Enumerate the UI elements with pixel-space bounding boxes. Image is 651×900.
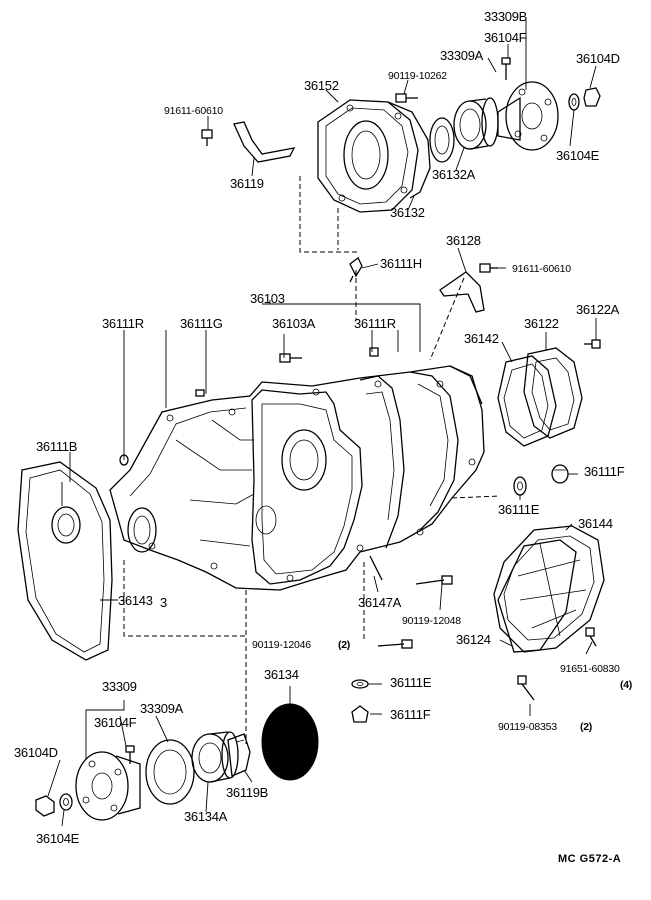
label-36144: 36144 <box>578 516 613 531</box>
label-36104f-bottom: 36104F <box>94 715 137 730</box>
label-36143-qty: 3 <box>160 595 167 610</box>
washer-36104e-top <box>568 93 580 111</box>
label-33309: 33309 <box>102 679 137 694</box>
label-36124: 36124 <box>456 632 491 647</box>
label-36132: 36132 <box>390 205 425 220</box>
label-36128: 36128 <box>446 233 481 248</box>
rear-extension-housing <box>317 99 431 213</box>
label-36104d-bottom: 36104D <box>14 745 58 760</box>
label-91611-60610-a: 91611-60610 <box>164 105 223 117</box>
nut-36104d-top <box>583 87 601 107</box>
label-qty-2-b: (2) <box>580 721 592 733</box>
companion-flange-top <box>497 81 559 151</box>
label-36142: 36142 <box>464 331 499 346</box>
label-36111e-bottom: 36111E <box>390 675 432 690</box>
label-91651-60830: 91651-60830 <box>560 663 620 675</box>
label-36104d-top: 36104D <box>576 51 620 66</box>
bolt-90119-12046 <box>377 639 413 649</box>
label-36111h: 36111H <box>380 256 422 271</box>
label-36104e-bottom: 36104E <box>36 831 80 846</box>
gasket-36124 <box>497 539 577 653</box>
chain-36134 <box>261 703 319 781</box>
label-36111g: 36111G <box>180 316 223 331</box>
label-36143: 36143 <box>118 593 153 608</box>
label-33309a-bottom: 33309A <box>140 701 184 716</box>
label-36152: 36152 <box>304 78 339 93</box>
gasket-36143 <box>17 461 113 661</box>
bolt-36104f-top <box>501 57 511 80</box>
bolt-36104f-bottom <box>125 745 135 764</box>
label-36119b: 36119B <box>226 785 269 800</box>
label-36111r-b: 36111R <box>354 316 396 331</box>
label-36147a: 36147A <box>358 595 402 610</box>
diagram-code: MC G572-A <box>558 853 622 865</box>
seal-36132-part <box>429 117 455 163</box>
bracket-36119 <box>233 121 296 163</box>
bolt-91611-60610-b <box>479 263 498 273</box>
label-90119-10262: 90119-10262 <box>388 70 447 82</box>
label-36111e-right: 36111E <box>498 502 540 517</box>
plug-36111f-bottom <box>351 705 369 723</box>
seal-36119b <box>227 733 251 777</box>
bolt-90119-08353 <box>517 675 535 701</box>
label-36111r-a: 36111R <box>102 316 144 331</box>
label-qty-2-a: (2) <box>338 639 350 651</box>
bolt-90119-12048 <box>415 575 453 585</box>
label-90119-08353: 90119-08353 <box>498 721 557 733</box>
label-36104f-top: 36104F <box>484 30 527 45</box>
nut-36104d-bottom <box>35 795 55 817</box>
bearing-36134a <box>191 731 239 783</box>
cover-36122 <box>523 347 583 439</box>
oil-slinger-33309a <box>145 739 195 805</box>
label-36134a: 36134A <box>184 809 228 824</box>
label-36111b: 36111B <box>36 439 78 454</box>
label-36119: 36119 <box>230 176 264 191</box>
bolt-36147a <box>369 555 383 581</box>
washer-36111e-right <box>513 476 527 496</box>
label-33309b: 33309B <box>484 9 528 24</box>
bracket-36128 <box>439 271 485 313</box>
label-36132a: 36132A <box>432 167 476 182</box>
cover-36144 <box>493 525 605 653</box>
washer-36111e-bottom <box>351 679 369 689</box>
label-36104e-top: 36104E <box>556 148 600 163</box>
seal-36111b <box>51 482 81 544</box>
label-36111f-right: 36111F <box>584 464 625 479</box>
breather-36111h <box>349 257 363 283</box>
bolt-91651-60830 <box>585 627 597 647</box>
label-36134: 36134 <box>264 667 299 682</box>
washer-36104e-bottom <box>59 793 73 811</box>
transfer-case-housing <box>109 347 485 591</box>
label-90119-12048: 90119-12048 <box>402 615 461 627</box>
label-36122: 36122 <box>524 316 559 331</box>
plug-36111f-right <box>551 464 569 484</box>
label-91611-60610-b: 91611-60610 <box>512 263 571 275</box>
label-36103a: 36103A <box>272 316 316 331</box>
companion-flange-bottom <box>75 751 141 821</box>
label-36122a: 36122A <box>576 302 620 317</box>
label-qty-4: (4) <box>620 679 632 691</box>
bolt-90119-10262 <box>395 93 418 103</box>
bolt-36122a <box>584 339 601 349</box>
label-90119-12046: 90119-12046 <box>252 639 311 651</box>
label-33309a-top: 33309A <box>440 48 484 63</box>
bolt-36103a <box>279 353 302 363</box>
bolt-91611-60610-a <box>201 129 213 146</box>
label-36103: 36103 <box>250 291 285 306</box>
label-36111f-bottom: 36111F <box>390 707 431 722</box>
bearing-36132a-part <box>453 97 499 150</box>
